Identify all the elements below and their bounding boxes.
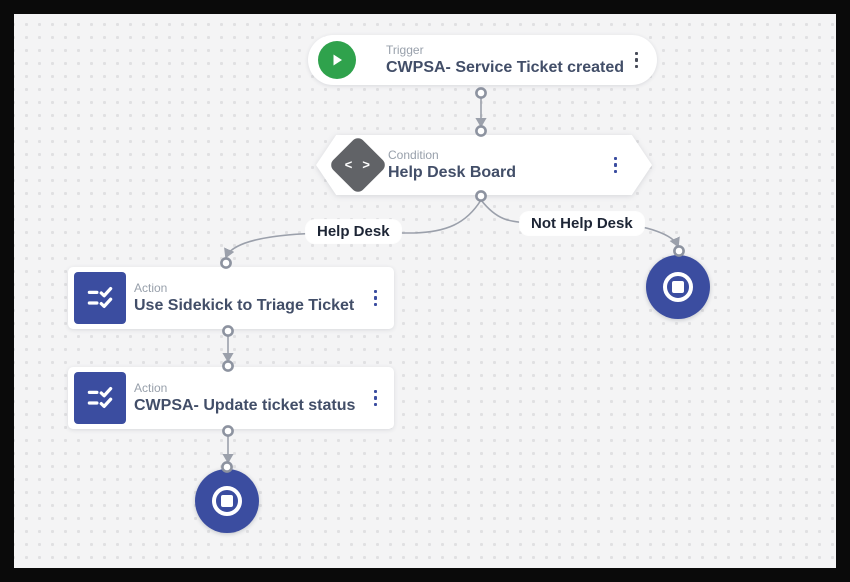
action-node-triage-ticket[interactable]: Action Use Sidekick to Triage Ticket bbox=[68, 267, 394, 329]
port-action2-top[interactable] bbox=[222, 360, 234, 372]
port-action1-bottom[interactable] bbox=[222, 325, 234, 337]
branch-label-help-desk: Help Desk bbox=[306, 220, 401, 243]
action-node-update-ticket-status[interactable]: Action CWPSA- Update ticket status bbox=[68, 367, 394, 429]
trigger-node[interactable]: Trigger CWPSA- Service Ticket created bbox=[308, 35, 657, 85]
kebab-menu-icon[interactable] bbox=[369, 286, 383, 311]
kebab-menu-icon[interactable] bbox=[369, 386, 383, 411]
connector-ports-layer bbox=[220, 87, 685, 473]
branch-label-not-help-desk: Not Help Desk bbox=[520, 212, 644, 235]
trigger-title: CWPSA- Service Ticket created bbox=[386, 58, 625, 76]
port-trigger-bottom[interactable] bbox=[475, 87, 487, 99]
condition-node[interactable]: Condition Help Desk Board < > bbox=[316, 135, 652, 195]
condition-title: Help Desk Board bbox=[388, 163, 517, 181]
kebab-menu-icon[interactable] bbox=[609, 153, 623, 178]
port-action1-top[interactable] bbox=[220, 257, 232, 269]
port-condition-bottom[interactable] bbox=[475, 190, 487, 202]
port-condition-top[interactable] bbox=[475, 125, 487, 137]
checklist-icon bbox=[74, 272, 126, 324]
action-title: Use Sidekick to Triage Ticket bbox=[134, 296, 355, 314]
end-node-not-help-desk[interactable] bbox=[646, 255, 710, 319]
workflow-canvas[interactable]: Trigger CWPSA- Service Ticket created Co… bbox=[14, 14, 836, 568]
end-node-help-desk[interactable] bbox=[195, 469, 259, 533]
checklist-icon bbox=[74, 372, 126, 424]
port-end-right-top[interactable] bbox=[673, 245, 685, 257]
trigger-type-label: Trigger bbox=[386, 42, 424, 57]
action-type-label: Action bbox=[134, 380, 168, 395]
stop-icon bbox=[212, 486, 242, 516]
play-icon bbox=[318, 41, 356, 79]
action-type-label: Action bbox=[134, 280, 168, 295]
condition-type-label: Condition bbox=[388, 147, 439, 162]
stop-icon bbox=[663, 272, 693, 302]
action-title: CWPSA- Update ticket status bbox=[134, 396, 356, 414]
kebab-menu-icon[interactable] bbox=[630, 48, 644, 73]
port-action2-bottom[interactable] bbox=[222, 425, 234, 437]
port-end-bottom-top[interactable] bbox=[221, 461, 233, 473]
